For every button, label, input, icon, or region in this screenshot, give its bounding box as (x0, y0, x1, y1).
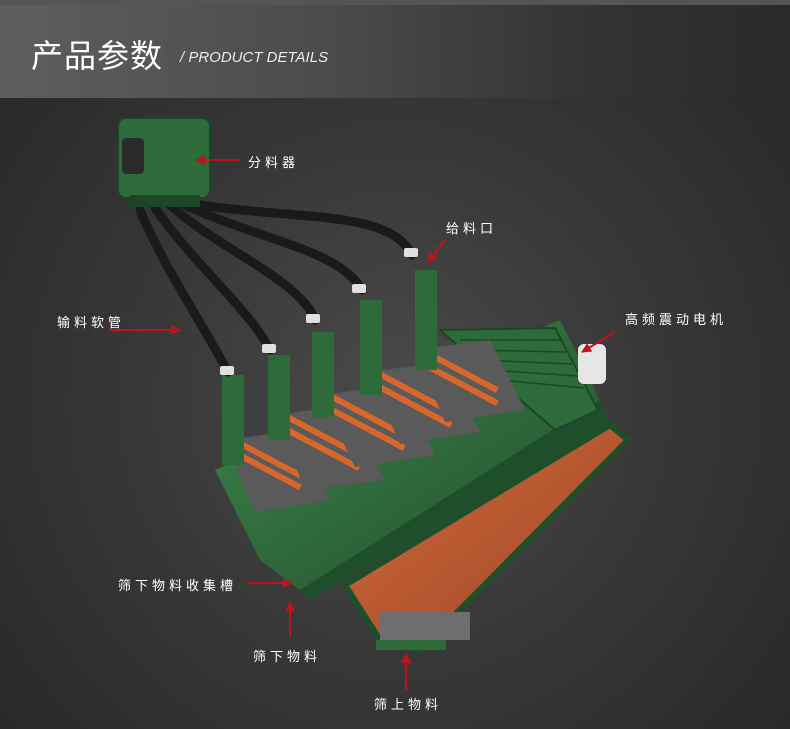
distributor (117, 117, 211, 207)
feed-hoses (135, 200, 417, 377)
motor (578, 344, 606, 384)
arrow-feed-port (427, 239, 446, 263)
label-undersize: 筛下物料 (253, 650, 322, 665)
section-subtitle: / PRODUCT DETAILS (180, 49, 329, 66)
oversize-trough (340, 421, 633, 654)
label-feed-port: 给料口 (446, 222, 498, 237)
label-distributor: 分料器 (248, 156, 300, 171)
label-hose: 输料软管 (57, 316, 126, 331)
callout-arrows (110, 155, 616, 690)
label-oversize: 筛上物料 (374, 698, 443, 713)
hose-couplings (220, 248, 418, 375)
arrow-motor (581, 331, 616, 353)
screen-decks (222, 270, 525, 512)
label-motor: 高频震动电机 (625, 313, 728, 328)
section-header: 产品参数 / PRODUCT DETAILS (0, 5, 790, 98)
section-title: 产品参数 (31, 37, 164, 75)
top-border (0, 0, 790, 5)
screen-deck-5 (415, 270, 525, 422)
label-undersize-trough: 筛下物料收集槽 (118, 579, 238, 594)
